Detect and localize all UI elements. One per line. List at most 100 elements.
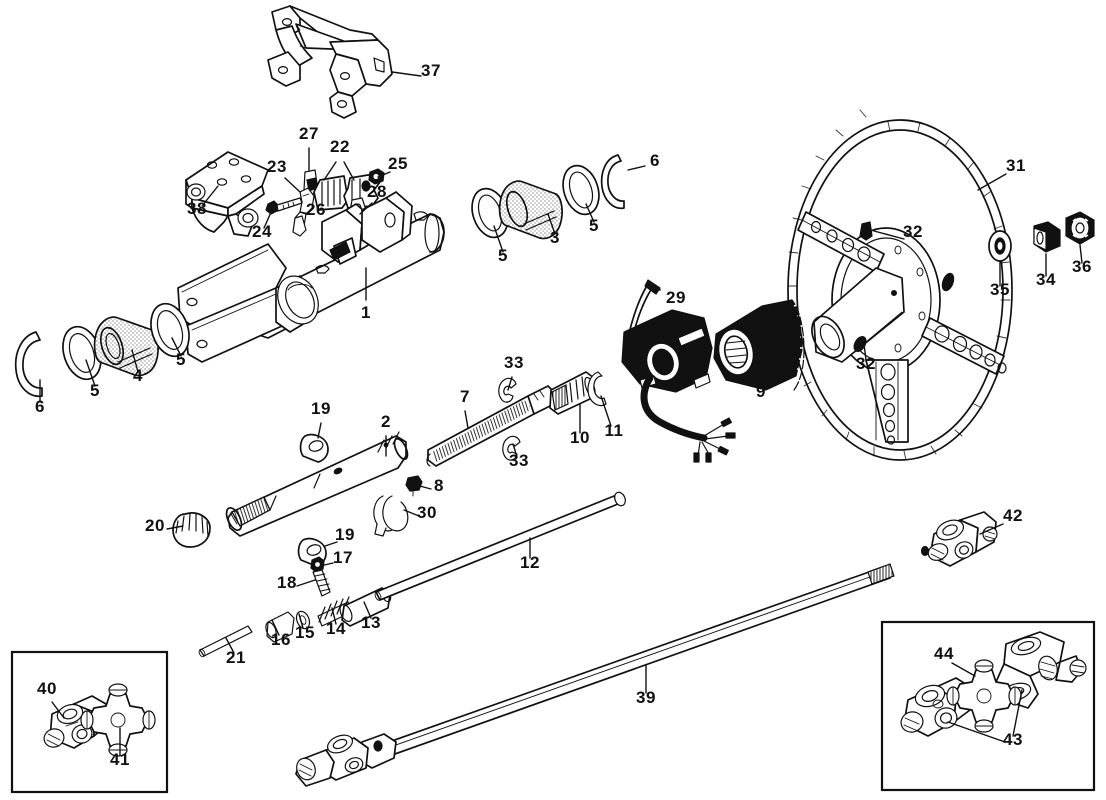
callout-number-13: 13 xyxy=(361,613,381,632)
callout-number-21: 21 xyxy=(226,648,246,667)
callout-leader-23 xyxy=(284,177,301,193)
part-24-clamp-bolt xyxy=(265,197,303,215)
callout-number-36: 36 xyxy=(1072,257,1092,276)
callout-number-23: 23 xyxy=(267,157,287,176)
callout-16: 16 xyxy=(271,619,290,649)
callout-leader-20 xyxy=(166,525,184,530)
callout-number-30: 30 xyxy=(417,503,437,522)
callout-number-8: 8 xyxy=(434,476,444,495)
part-37-column-mounting-bracket xyxy=(267,5,393,119)
harness-wires xyxy=(693,417,736,463)
callout-leader-13 xyxy=(363,601,372,619)
callout-number-39: 39 xyxy=(636,688,656,707)
callout-34: 34 xyxy=(1036,253,1055,289)
callout-leader-36 xyxy=(1079,244,1083,264)
part-4-column-bush-lower xyxy=(93,316,159,377)
part-41-universal-joint-spider xyxy=(80,683,156,757)
callout-leader-4 xyxy=(131,349,139,373)
callout-leader-25 xyxy=(377,171,391,178)
part-5-thrust-washer-b xyxy=(150,302,190,358)
part-6-circlip-right xyxy=(600,154,625,210)
callout-5b: 5 xyxy=(171,337,185,369)
callout-23: 23 xyxy=(267,157,301,193)
lower-right-inset xyxy=(880,620,1096,792)
callout-number-10: 10 xyxy=(570,428,590,447)
part-44-universal-joint-spider xyxy=(946,659,1022,733)
callout-leader-24 xyxy=(263,209,273,229)
callout-leader-29 xyxy=(669,311,677,339)
callout-leader-16 xyxy=(271,619,280,636)
callout-28: 28 xyxy=(359,182,386,215)
part-19-column-clamp-a xyxy=(299,433,329,463)
callout-number-22: 22 xyxy=(330,137,350,156)
callout-19b: 19 xyxy=(324,525,354,547)
callout-36: 36 xyxy=(1072,244,1092,276)
part-43-universal-joint-yoke-left xyxy=(900,677,973,737)
callout-11: 11 xyxy=(600,395,623,440)
callout-number-5a: 5 xyxy=(90,381,100,400)
callout-leader-5b xyxy=(171,337,182,357)
callout-20: 20 xyxy=(145,516,184,535)
callout-5a: 5 xyxy=(85,359,100,400)
callout-number-5d: 5 xyxy=(589,216,599,235)
callout-leader-7 xyxy=(464,410,469,429)
part-34-wheel-retaining-nut xyxy=(1033,221,1061,253)
callout-8: 8 xyxy=(415,476,444,495)
callout-42: 42 xyxy=(979,506,1023,535)
callout-number-42: 42 xyxy=(1003,506,1023,525)
callout-number-19a: 19 xyxy=(311,399,331,418)
callout-leader-33a xyxy=(507,376,513,391)
spoke-holes xyxy=(810,220,1007,445)
callout-4: 4 xyxy=(131,349,143,385)
callout-number-5c: 5 xyxy=(498,246,508,265)
callout-leader-17 xyxy=(319,562,334,567)
callout-3: 3 xyxy=(547,213,560,247)
callout-38: 38 xyxy=(187,185,219,218)
callout-leader-18 xyxy=(296,579,316,587)
callout-26: 26 xyxy=(299,200,326,219)
part-32-wheel-fixing-screw-b xyxy=(853,336,867,352)
callout-number-27: 27 xyxy=(299,124,319,143)
part-1-steering-column-outer-tube xyxy=(177,191,445,363)
part-32-wheel-fixing-screw-c xyxy=(941,272,955,292)
callout-number-3: 3 xyxy=(550,228,560,247)
callout-number-9: 9 xyxy=(756,382,766,401)
part-11-lock-circlip xyxy=(587,371,607,407)
part-20-shaft-end-knob xyxy=(172,512,211,548)
callout-leader-19a xyxy=(317,422,322,439)
callout-number-29: 29 xyxy=(666,288,686,307)
callout-number-26: 26 xyxy=(306,200,326,219)
part-31-steering-wheel xyxy=(787,109,1013,461)
callout-31: 31 xyxy=(977,156,1025,191)
callout-number-37: 37 xyxy=(421,61,441,80)
callout-leader-44 xyxy=(951,662,976,677)
lower-left-inset xyxy=(10,650,169,794)
part-29-combination-switch xyxy=(621,279,736,463)
callout-number-12: 12 xyxy=(520,553,540,572)
callout-leader-40 xyxy=(51,701,65,719)
callout-leader-32b xyxy=(863,343,867,361)
callout-number-33b: 33 xyxy=(509,451,529,470)
callout-leader-5c xyxy=(493,225,504,253)
part-7-upper-steering-shaft xyxy=(426,385,557,467)
callout-number-25: 25 xyxy=(388,154,408,173)
callout-10: 10 xyxy=(570,403,590,447)
callout-2: 2 xyxy=(381,412,390,457)
callout-leader-19b xyxy=(324,541,338,547)
part-16-spacer-bush xyxy=(265,611,295,643)
callout-number-43: 43 xyxy=(1003,730,1023,749)
callout-number-7: 7 xyxy=(460,387,470,406)
callout-leader-31 xyxy=(977,173,1007,191)
callout-15: 15 xyxy=(295,613,314,642)
callout-leader-3 xyxy=(547,213,556,235)
callout-leader-5a xyxy=(85,359,96,387)
callout-number-1: 1 xyxy=(361,303,371,322)
part-33-half-collar-a xyxy=(498,377,517,403)
callout-21: 21 xyxy=(225,637,246,667)
callout-number-6a: 6 xyxy=(35,397,45,416)
part-3-column-bush-upper xyxy=(498,180,563,240)
callout-number-6b: 6 xyxy=(650,151,660,170)
